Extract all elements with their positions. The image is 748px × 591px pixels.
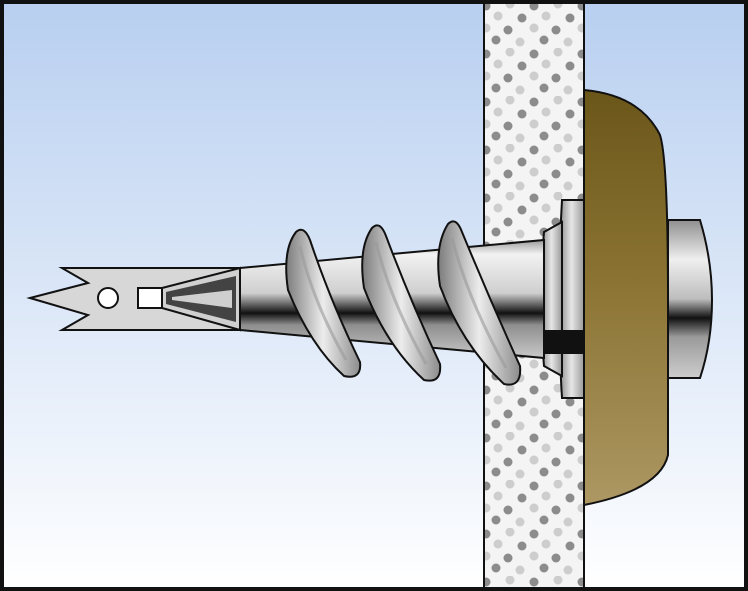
flange-shadow-band: [544, 330, 584, 354]
blade-hole: [97, 287, 119, 309]
blade-slot: [137, 287, 163, 309]
blade-taper-highlight: [172, 290, 232, 308]
thread-shade-2: [374, 241, 428, 365]
thread-shade-1: [298, 245, 348, 361]
screw-head: [667, 219, 714, 379]
thread-shade-3: [450, 237, 508, 369]
fixture-block: [583, 88, 669, 507]
